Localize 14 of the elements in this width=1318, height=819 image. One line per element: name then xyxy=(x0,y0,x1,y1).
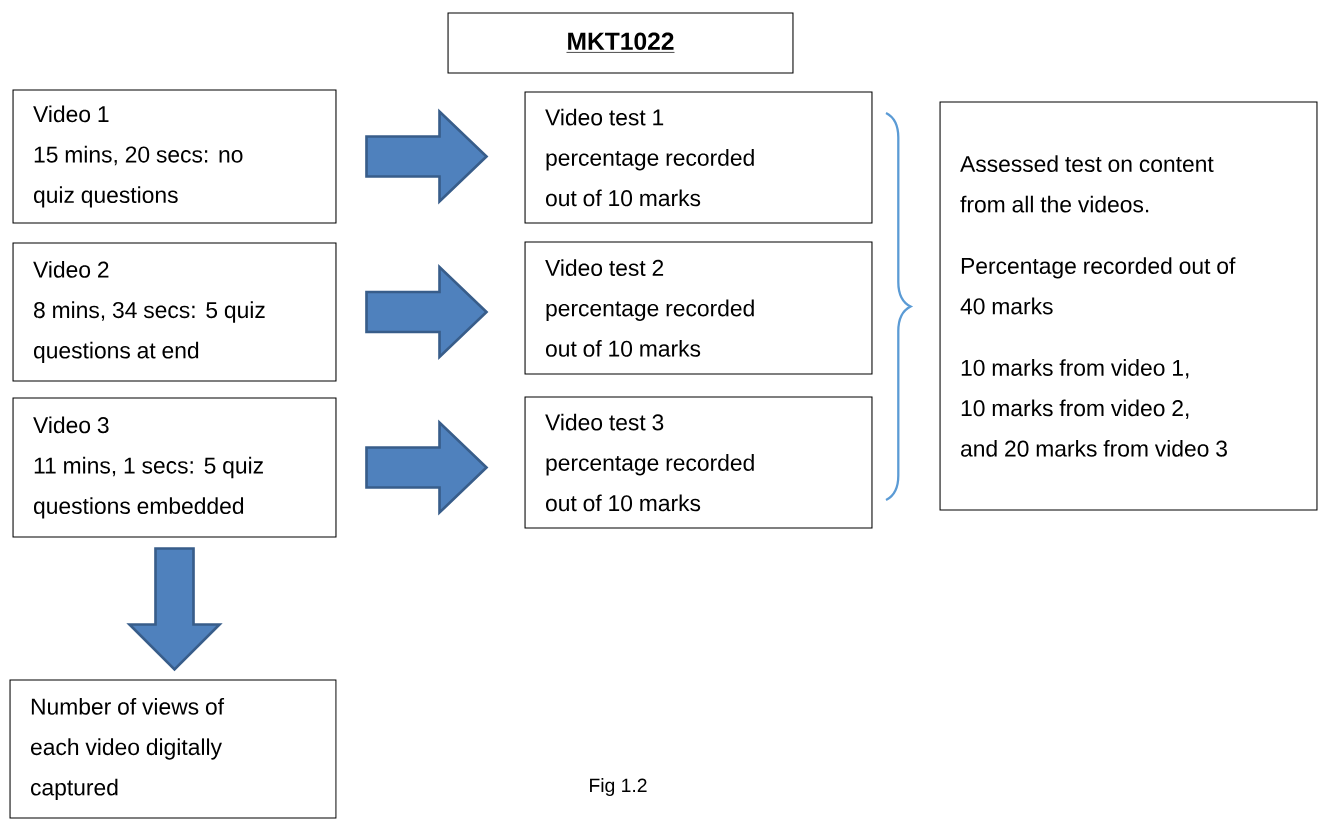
block-arrow xyxy=(365,263,489,361)
summary-box: Assessed test on content from all the videos. Percentage recorded out of 40 marks 10 marks from video 1, 10 marks from video 2, and 20 marks from video 3 xyxy=(939,101,1318,511)
block-arrow xyxy=(365,419,489,516)
test-box: Video test 2 percentage recorded out of 10 marks xyxy=(524,241,873,375)
block-arrow xyxy=(365,108,489,205)
video-box: Video 2 8 mins, 34 secs: 5 quiz questions at end xyxy=(12,242,337,382)
video-box: Video 3 11 mins, 1 secs: 5 quiz questions embedded xyxy=(12,397,337,538)
result-box: Number of views of each video digitally captured xyxy=(9,679,337,819)
test-box: Video test 1 percentage recorded out of 10 marks xyxy=(524,91,873,224)
title-box: MKT1022 xyxy=(447,12,794,74)
video-box: Video 1 15 mins, 20 secs: no quiz questions xyxy=(12,89,337,224)
block-arrow xyxy=(126,547,223,672)
figure-caption: Fig 1.2 xyxy=(590,778,647,796)
test-box: Video test 3 percentage recorded out of 10 marks xyxy=(524,396,873,529)
